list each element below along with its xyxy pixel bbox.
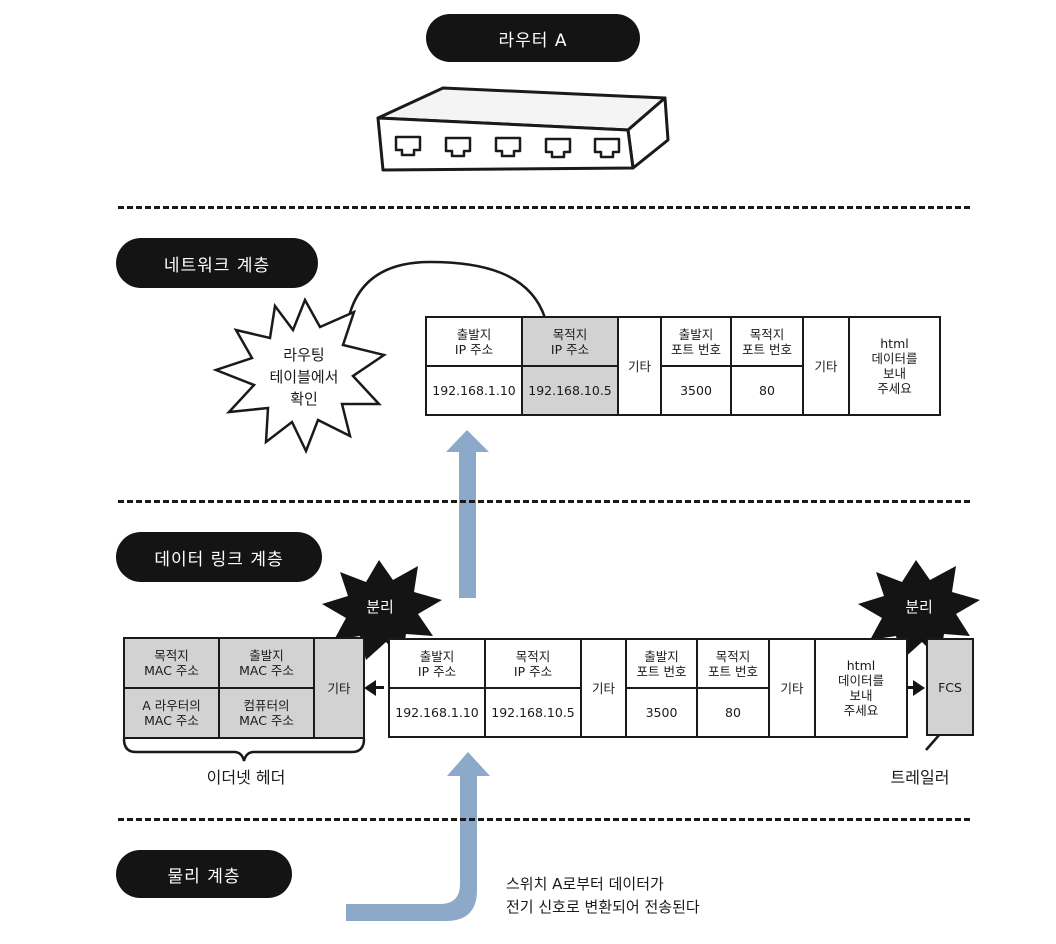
ethernet-header-brace: [122, 738, 366, 762]
router-label-pill: 라우터 A: [426, 14, 640, 62]
etc-cell: 기타: [802, 316, 850, 416]
fcs-trailer: FCS: [926, 638, 974, 736]
datalink-packet: 출발지 IP 주소 목적지 IP 주소 기타 출발지 포트 번호 목적지 포트 …: [388, 638, 908, 738]
physical-note-line1: 스위치 A로부터 데이터가: [506, 875, 664, 893]
payload-cell: html 데이터를 보내 주세요: [848, 316, 941, 416]
src-mac-header: 출발지 MAC 주소: [218, 637, 315, 689]
separator-3: [118, 818, 970, 821]
ethernet-etc-cell: 기타: [313, 637, 365, 739]
src-port-header: 출발지 포트 번호: [660, 316, 732, 367]
up-arrow-physical: [346, 752, 490, 921]
dst-ip-header: 목적지 IP 주소: [484, 638, 582, 689]
dst-port-header: 목적지 포트 번호: [730, 316, 804, 367]
routing-burst-shape: [212, 297, 388, 455]
src-port-value: 3500: [625, 687, 698, 738]
up-arrow-network: [446, 430, 489, 598]
dst-ip-header: 목적지 IP 주소: [521, 316, 619, 367]
router-label: 라우터 A: [498, 30, 568, 51]
src-ip-header: 출발지 IP 주소: [425, 316, 523, 367]
src-port-header: 출발지 포트 번호: [625, 638, 698, 689]
left-arrow-icon: [364, 680, 384, 696]
router-icon: [376, 86, 670, 172]
separator-2: [118, 500, 970, 503]
fcs-cell: FCS: [926, 638, 974, 736]
network-layer-pill: 네트워크 계층: [116, 238, 318, 288]
dst-mac-value: A 라우터의 MAC 주소: [123, 687, 220, 739]
separate-burst-left: [322, 560, 442, 660]
physical-layer-label: 물리 계층: [167, 866, 241, 887]
separate-label-left: 분리: [366, 598, 394, 616]
physical-note-line2: 전기 신호로 변환되어 전송된다: [506, 898, 700, 916]
src-ip-value: 192.168.1.10: [388, 687, 486, 738]
payload-cell: html 데이터를 보내 주세요: [814, 638, 908, 738]
etc-cell: 기타: [768, 638, 816, 738]
right-arrow-icon: [906, 680, 925, 696]
router-port: [394, 135, 621, 159]
dst-ip-value: 192.168.10.5: [521, 365, 619, 416]
datalink-layer-pill: 데이터 링크 계층: [116, 532, 322, 582]
etc-cell: 기타: [580, 638, 627, 738]
routing-connector-curve: [344, 260, 547, 334]
ethernet-header: 목적지 MAC 주소 출발지 MAC 주소 기타 A 라우터의 MAC 주소 컴…: [123, 637, 365, 739]
datalink-layer-label: 데이터 링크 계층: [154, 549, 284, 570]
dst-port-value: 80: [696, 687, 770, 738]
ethernet-header-caption: 이더넷 헤더: [206, 768, 286, 787]
separate-label-right: 분리: [905, 598, 933, 616]
dst-mac-header: 목적지 MAC 주소: [123, 637, 220, 689]
src-port-value: 3500: [660, 365, 732, 416]
physical-layer-pill: 물리 계층: [116, 850, 292, 898]
separate-burst-right: [858, 560, 980, 660]
src-ip-header: 출발지 IP 주소: [388, 638, 486, 689]
dst-ip-value: 192.168.10.5: [484, 687, 582, 738]
src-mac-value: 컴퓨터의 MAC 주소: [218, 687, 315, 739]
trailer-pointer: [925, 733, 941, 751]
routing-burst-text: 라우팅 테이블에서 확인: [269, 346, 339, 408]
network-layer-label: 네트워크 계층: [163, 255, 271, 276]
network-packet: 출발지 IP 주소 목적지 IP 주소 기타 출발지 포트 번호 목적지 포트 …: [425, 316, 941, 416]
dst-port-header: 목적지 포트 번호: [696, 638, 770, 689]
src-ip-value: 192.168.1.10: [425, 365, 523, 416]
trailer-label: 트레일러: [890, 768, 950, 787]
etc-cell: 기타: [617, 316, 662, 416]
dst-port-value: 80: [730, 365, 804, 416]
separator-1: [118, 206, 970, 209]
